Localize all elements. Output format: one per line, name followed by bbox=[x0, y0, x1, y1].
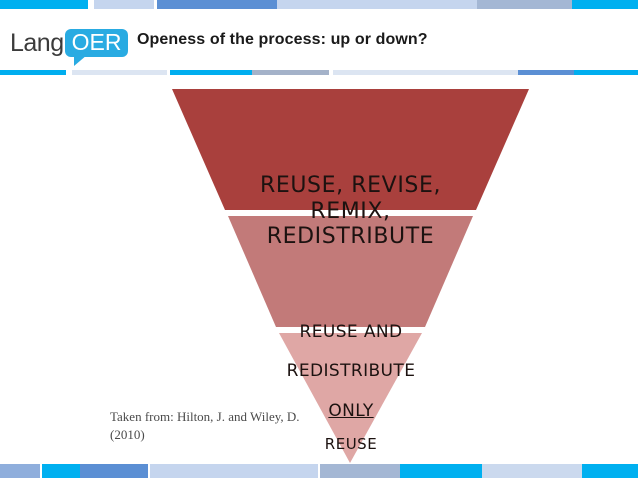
color-bar-segment bbox=[574, 70, 638, 75]
color-bar-segment bbox=[0, 0, 88, 9]
color-bar-segment bbox=[329, 70, 333, 75]
logo-bubble-label: OER bbox=[71, 29, 122, 55]
color-bar-segment bbox=[252, 70, 329, 75]
color-bar-segment bbox=[0, 70, 66, 75]
color-bar-segment bbox=[148, 464, 150, 478]
langoer-logo: Lang OER bbox=[10, 26, 129, 66]
slide-header: Lang OER Openess of the process: up or d… bbox=[0, 9, 638, 70]
color-bar-segment bbox=[277, 0, 477, 9]
inverted-pyramid-diagram bbox=[172, 89, 529, 463]
color-bar-segment bbox=[154, 0, 157, 9]
color-bar-segment bbox=[157, 0, 277, 9]
pyramid-band-bottom bbox=[279, 333, 422, 463]
page-title: Openess of the process: up or down? bbox=[137, 30, 428, 48]
color-bar-segment bbox=[400, 464, 482, 478]
color-bar-segment bbox=[80, 464, 148, 478]
color-bar-segment bbox=[0, 464, 40, 478]
color-bar-segment bbox=[320, 464, 400, 478]
color-bar-segment bbox=[40, 464, 42, 478]
pyramid-band-middle bbox=[228, 216, 473, 327]
color-bar-segment bbox=[66, 70, 72, 75]
color-bar-segment bbox=[477, 0, 572, 9]
top-color-bar bbox=[0, 0, 638, 9]
color-bar-segment bbox=[518, 70, 574, 75]
color-bar-segment bbox=[582, 464, 638, 478]
color-bar-segment bbox=[42, 464, 80, 478]
color-bar-segment bbox=[572, 0, 638, 9]
color-bar-segment bbox=[167, 70, 170, 75]
color-bar-segment bbox=[150, 464, 318, 478]
slide-body: REUSE, REVISE, REMIX, REDISTRIBUTE REUSE… bbox=[0, 75, 638, 464]
color-bar-segment bbox=[318, 464, 320, 478]
bottom-color-bar bbox=[0, 464, 638, 478]
logo-wordmark: Lang bbox=[10, 28, 64, 57]
header-divider-bar bbox=[0, 70, 638, 75]
color-bar-segment bbox=[94, 0, 154, 9]
color-bar-segment bbox=[333, 70, 518, 75]
color-bar-segment bbox=[170, 70, 252, 75]
color-bar-segment bbox=[88, 0, 94, 9]
pyramid-band-top bbox=[172, 89, 529, 210]
pyramid-svg bbox=[172, 89, 529, 463]
source-attribution: Taken from: Hilton, J. and Wiley, D. (20… bbox=[110, 409, 300, 442]
color-bar-segment bbox=[482, 464, 582, 478]
logo-speech-bubble-icon: OER bbox=[64, 29, 129, 66]
color-bar-segment bbox=[72, 70, 167, 75]
